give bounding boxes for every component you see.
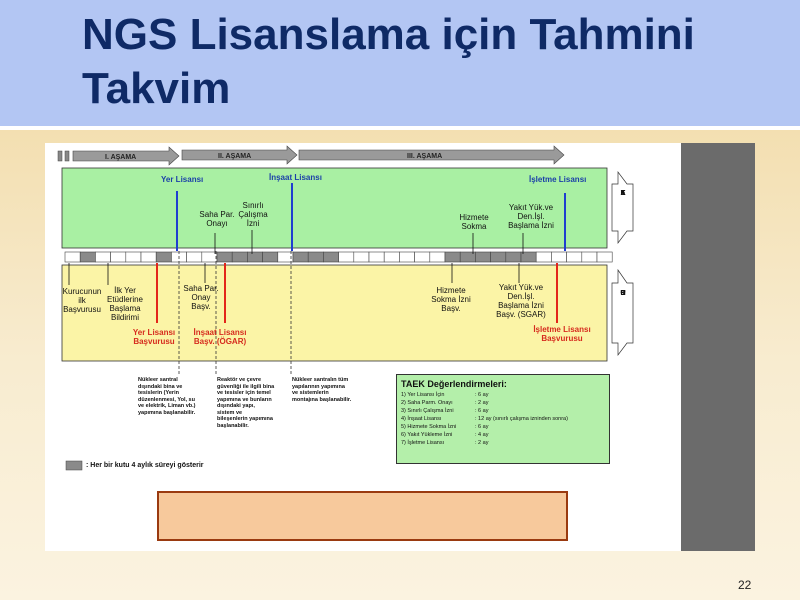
duration-value: : 2 ay: [475, 400, 489, 406]
taek-insaat-lisansi-label: İnşaat Lisansı: [269, 173, 322, 182]
time-box: [247, 251, 263, 263]
time-box: [444, 251, 461, 263]
time-box: [414, 251, 431, 263]
duration-value: : 6 ay: [475, 424, 489, 430]
time-box: [368, 251, 385, 263]
phase-label-2: II. AŞAMA: [218, 153, 252, 160]
kurucu-side-letter: U: [620, 290, 626, 297]
time-box: [353, 251, 370, 263]
taek-isletme-lisansi-label: İşletme Lisansı: [529, 175, 587, 184]
summary-note-box: [157, 491, 568, 541]
phase-label-1: I. AŞAMA: [105, 154, 137, 161]
title-divider: [0, 126, 800, 130]
phase-start-marker-2: [64, 150, 70, 162]
time-box: [186, 251, 203, 263]
time-box: [64, 251, 81, 263]
duration-name: 7) İşletme Lisansı: [401, 440, 445, 446]
time-box: [566, 251, 583, 263]
timeline-svg: [57, 145, 634, 471]
phase-label-3: III. AŞAMA: [407, 153, 443, 160]
time-box: [505, 251, 522, 263]
time-boxes-row: [64, 251, 613, 263]
time-box: [79, 251, 96, 263]
duration-value: : 6 ay: [475, 408, 489, 414]
time-box: [140, 251, 157, 263]
duration-value: : 2 ay: [475, 440, 489, 446]
time-box: [429, 251, 446, 263]
slide-title: NGS Lisanslama için Tahmini Takvim: [82, 10, 695, 113]
kurucu-side-letter: U: [620, 290, 626, 297]
taek-durations-title: TAEK Değerlendirmeleri:: [401, 379, 507, 389]
time-box: [383, 251, 400, 263]
right-gray-bar: [681, 143, 755, 551]
box-duration-note: : Her bir kutu 4 aylık süreyi gösterir: [86, 462, 204, 469]
phase-arrow-2: [181, 145, 298, 165]
taek-side-letter: T: [620, 190, 626, 197]
taek-side-letter: K: [620, 190, 626, 197]
duration-name: 6) Yakıt Yükleme İzni: [401, 432, 453, 438]
kurucu-side-letter: U: [620, 290, 626, 297]
kurucu-side-letter: C: [620, 290, 626, 297]
time-box: [262, 251, 279, 263]
time-box: [399, 251, 415, 263]
taek-side-letter: E: [620, 190, 626, 197]
taek-durations-box: TAEK Değerlendirmeleri: 1) Yer Lisansı İ…: [396, 374, 610, 464]
time-box: [125, 251, 142, 263]
taek-side-letter: A: [620, 190, 626, 197]
licensing-timeline-diagram: I. AŞAMA II. AŞAMA III. AŞAMA Yer Lisans…: [45, 143, 681, 551]
duration-name: 2) Saha Parm. Onayı: [401, 400, 453, 406]
kurucu-side-arrow: [611, 268, 634, 357]
time-box: [155, 251, 172, 263]
duration-name: 3) Sınırlı Çalışma İzni: [401, 408, 454, 414]
duration-name: 1) Yer Lisansı İçin: [401, 392, 445, 398]
time-box: [216, 251, 233, 263]
taek-yer-lisansi-label: Yer Lisansı: [161, 175, 204, 184]
time-box: [551, 251, 567, 263]
time-box: [475, 251, 491, 263]
phase-start-marker: [57, 150, 63, 162]
time-box: [292, 251, 309, 263]
time-box: [596, 251, 613, 263]
time-box: [110, 251, 127, 263]
box-duration-sample: [65, 460, 83, 471]
time-box: [307, 251, 324, 263]
time-box: [323, 251, 339, 263]
duration-value: : 4 ay: [475, 432, 489, 438]
phase-arrow-3: [298, 145, 565, 165]
time-box: [95, 251, 111, 263]
time-box: [581, 251, 598, 263]
time-box: [535, 251, 552, 263]
page-number: 22: [738, 578, 752, 592]
time-box: [231, 251, 248, 263]
time-box: [338, 251, 355, 263]
kurucu-side-letter: R: [620, 290, 626, 297]
time-box: [490, 251, 507, 263]
duration-value: : 6 ay: [475, 392, 489, 398]
taek-side-arrow: [611, 170, 634, 245]
title-band: [0, 0, 800, 126]
phase-arrow-1: [72, 146, 180, 166]
kurucu-side-letter: K: [620, 290, 626, 297]
taek-lane: [61, 167, 608, 249]
taek-saha-par-onayi: Saha Par.Onayı: [199, 210, 235, 228]
kurucu-lane: [61, 264, 608, 362]
duration-name: 5) Hizmete Sokma İzni: [401, 424, 457, 430]
duration-name: 4) İnşaat Lisansı: [401, 416, 442, 422]
duration-value: : 12 ay (sınırlı çalışma izninden sonra): [475, 416, 568, 422]
